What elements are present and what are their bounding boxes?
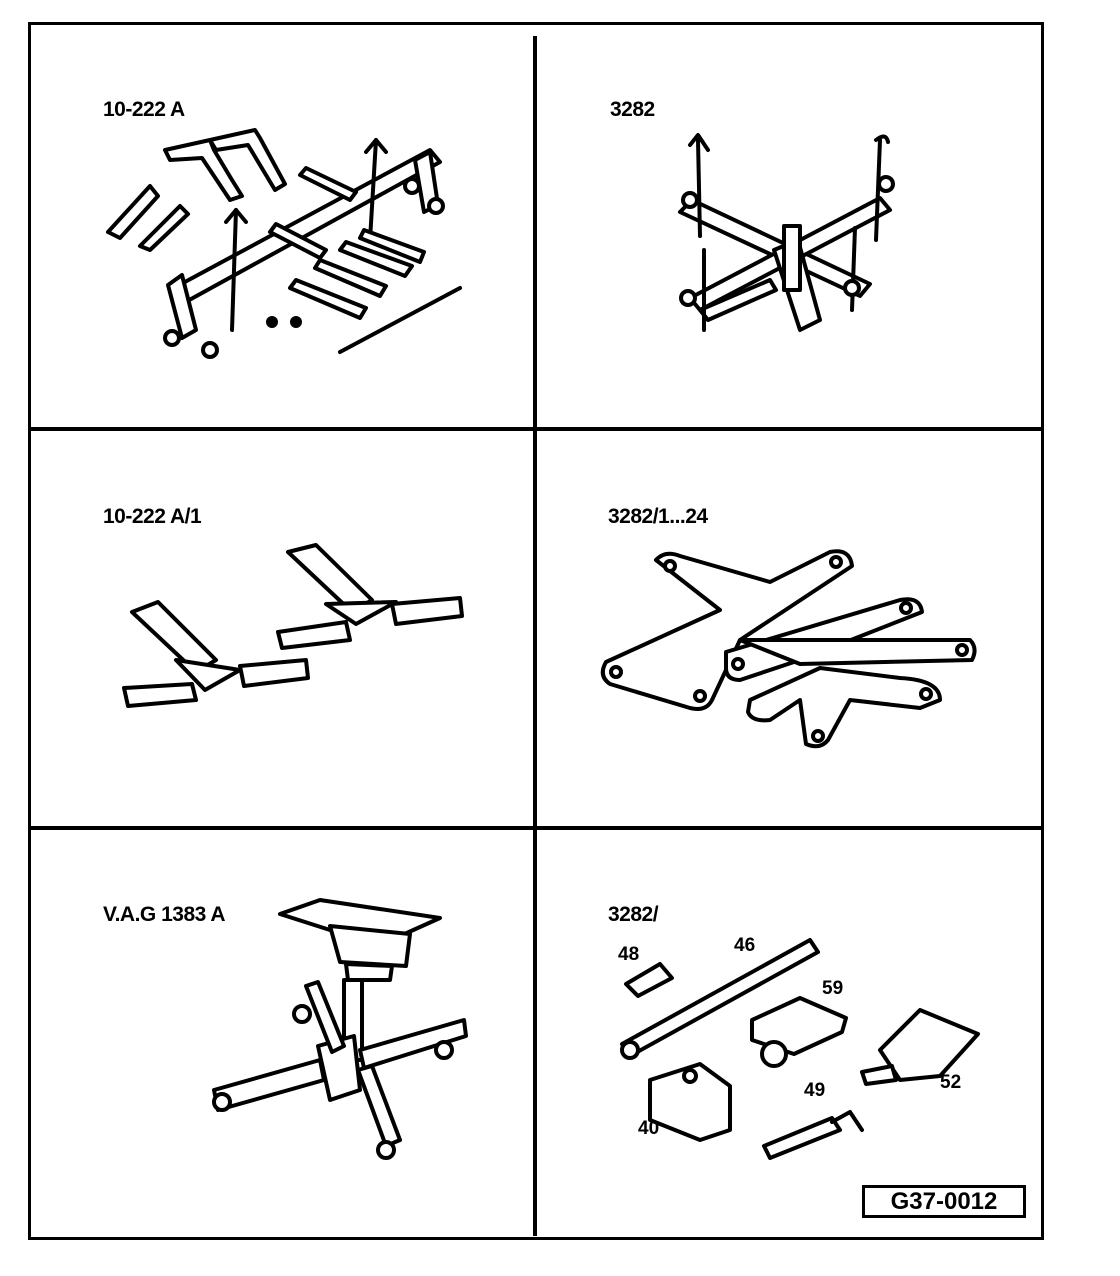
callout-52: 52	[940, 1072, 962, 1093]
callout-59: 59	[822, 978, 844, 999]
callout-48: 48	[618, 944, 640, 965]
panel-label-3282-1-24: 3282/1...24	[608, 505, 708, 528]
horizontal-divider-1	[30, 427, 1042, 431]
reference-number: G37-0012	[862, 1185, 1026, 1218]
callout-46: 46	[734, 935, 756, 956]
panel-label-3282-slash: 3282/	[608, 903, 659, 926]
panel-label-3282: 3282	[610, 98, 655, 121]
vertical-divider	[533, 36, 537, 1236]
callout-40: 40	[638, 1118, 660, 1139]
panel-label-10-222-a: 10-222 A	[103, 98, 185, 121]
diagram-frame	[28, 22, 1044, 1240]
callout-49: 49	[804, 1080, 826, 1101]
horizontal-divider-2	[30, 826, 1042, 830]
panel-label-vag-1383-a: V.A.G 1383 A	[103, 903, 226, 926]
panel-label-10-222-a-1: 10-222 A/1	[103, 505, 202, 528]
